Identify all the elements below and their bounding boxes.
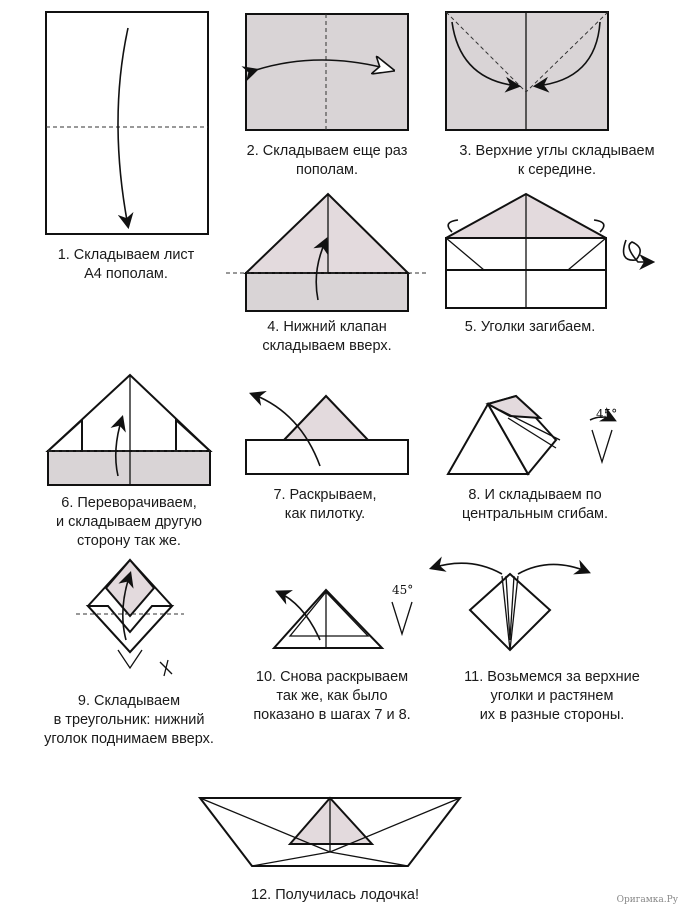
step-5-figure (445, 192, 656, 309)
step-8-caption: 8. И складываем по центральным сгибам. (461, 487, 609, 522)
angle-label-step-8: 45° (596, 407, 617, 421)
step-10-caption: 10. Снова раскрываем так же, как было по… (253, 669, 411, 723)
angle-label-step-10: 45° (392, 583, 413, 597)
step-11-figure (428, 556, 591, 652)
step-9-caption: 9. Складываем в треугольник: нижний угол… (44, 693, 214, 747)
step-6-figure (45, 373, 213, 486)
step-4-figure (226, 192, 428, 312)
step-10-figure (271, 588, 413, 649)
step-8-figure (446, 394, 617, 476)
step-9-figure (76, 558, 184, 677)
step-11-caption: 11. Возьмемся за верхние уголки и растян… (464, 669, 640, 723)
step-6-caption: 6. Переворачиваем, и складываем другую с… (56, 495, 202, 549)
step-7-caption: 7. Раскрываем, как пилотку. (273, 487, 377, 522)
watermark: Оригамка.Ру (616, 895, 678, 905)
step-2-caption: 2. Складываем еще раз пополам. (246, 143, 408, 178)
step-1-figure (45, 11, 209, 235)
step-12-figure (197, 796, 463, 867)
step-3-caption: 3. Верхние углы складываем к середине. (459, 143, 655, 178)
step-7-figure (245, 391, 409, 475)
step-12-caption: 12. Получилась лодочка! (251, 887, 419, 903)
step-4-caption: 4. Нижний клапан складываем вверх. (262, 319, 392, 354)
step-1-caption: 1. Складываем лист А4 пополам. (57, 247, 195, 282)
step-5-caption: 5. Уголки загибаем. (464, 319, 596, 335)
step-2-figure (246, 13, 409, 131)
step-3-figure (445, 11, 609, 131)
